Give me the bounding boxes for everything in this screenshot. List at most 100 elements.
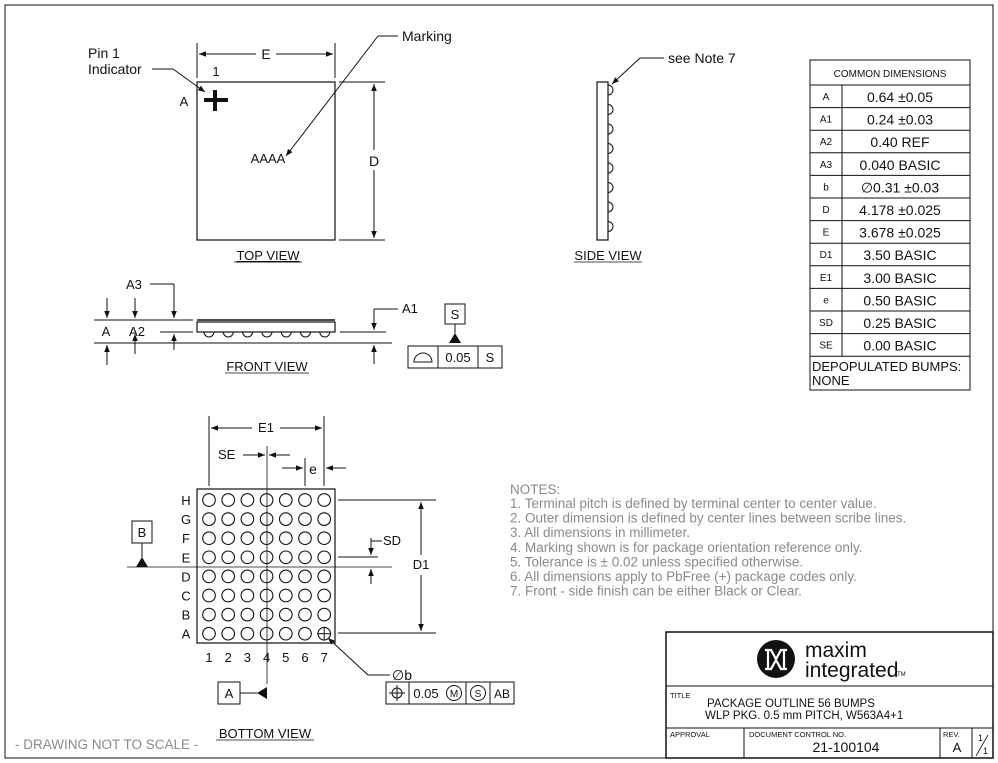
solder-ball <box>202 607 216 622</box>
side-bump <box>607 123 614 135</box>
position-tolerance-frame <box>385 681 515 705</box>
brand-line1: maxim <box>805 639 867 662</box>
solder-ball <box>317 607 332 622</box>
row-label: B <box>182 608 191 623</box>
solder-ball <box>221 550 236 565</box>
table-cell-symbol: A1 <box>820 115 833 126</box>
front-bump <box>261 331 273 338</box>
note-item: 5. Tolerance is ± 0.02 unless specified … <box>510 554 803 569</box>
profile-tol-value: 0.05 <box>445 350 470 365</box>
side-bump <box>607 104 614 115</box>
side-bump <box>607 84 614 96</box>
table-cell-symbol: D <box>822 205 829 216</box>
side-bump <box>607 221 614 232</box>
note-item: 4. Marking shown is for package orientat… <box>510 540 862 555</box>
table-cell-symbol: SD <box>819 318 833 329</box>
solder-ball <box>221 569 236 584</box>
solder-ball <box>221 512 236 526</box>
surface-profile-icon <box>413 352 433 363</box>
solder-ball <box>317 531 332 546</box>
dim-a2-label: A2 <box>129 324 145 339</box>
solder-ball <box>317 493 332 507</box>
solder-ball <box>298 588 312 603</box>
solder-ball <box>221 531 236 546</box>
solder-ball <box>317 512 332 526</box>
row-label: H <box>181 493 190 508</box>
front-bumps <box>203 331 331 338</box>
table-cell-symbol: e <box>823 295 829 306</box>
solder-ball <box>240 569 255 584</box>
bottom-view-caption: BOTTOM VIEW <box>219 726 312 741</box>
bottom-view-package <box>196 488 336 644</box>
marking-label: Marking <box>402 28 452 44</box>
note-item: 2. Outer dimension is defined by center … <box>510 511 906 526</box>
drawing-border <box>4 4 994 759</box>
solder-ball <box>298 607 312 622</box>
title-label: TITLE <box>670 691 690 700</box>
row-label: F <box>182 531 190 546</box>
solder-ball <box>202 531 216 546</box>
fcf-ab: AB <box>494 687 510 701</box>
solder-ball <box>202 569 216 584</box>
col-label: 3 <box>244 650 251 665</box>
solder-ball <box>221 607 236 622</box>
notes-block: NOTES: 1. Terminal pitch is defined by t… <box>510 482 906 599</box>
table-cell-value: 3.00 BASIC <box>863 270 936 286</box>
dim-a1-label: A1 <box>402 301 418 316</box>
datum-s-label: S <box>451 307 460 322</box>
table-cell-symbol: E1 <box>820 273 833 284</box>
front-bump <box>203 331 215 338</box>
brand-line2: integrated <box>805 659 898 682</box>
top-view-caption: TOP VIEW <box>236 248 300 263</box>
table-cell-value: 0.50 BASIC <box>863 292 936 308</box>
front-bump <box>319 331 331 338</box>
pin1-cross-icon <box>204 90 228 111</box>
title-block-border <box>665 631 994 759</box>
note-item: 3. All dimensions in millimeter. <box>510 525 690 540</box>
dim-e1-label: E1 <box>258 420 274 435</box>
pin-number-label: 1 <box>212 64 219 79</box>
side-bumps <box>607 84 614 232</box>
side-bump <box>607 182 614 193</box>
title-line2: WLP PKG. 0.5 mm PITCH, W563A4+1 <box>705 710 903 722</box>
pin1-label-line1: Pin 1 <box>88 45 120 61</box>
top-view-package <box>196 81 336 241</box>
front-view: A A2 A3 A1 S 0.05 S FRONT VIEW <box>94 277 503 374</box>
dim-d-label: D <box>369 153 379 169</box>
maxim-logo-icon <box>757 640 795 678</box>
depop-label: DEPOPULATED BUMPS: <box>812 359 961 374</box>
col-label: 7 <box>321 650 328 665</box>
solder-ball <box>240 607 255 622</box>
datum-a-label: A <box>225 686 234 701</box>
ball-grid <box>202 493 332 641</box>
table-cell-symbol: b <box>823 182 829 193</box>
profile-tol-datum: S <box>486 350 495 365</box>
row-label: A <box>182 627 191 642</box>
solder-ball <box>278 550 293 565</box>
fcf-mmc: M <box>450 689 458 700</box>
solder-ball <box>240 493 255 507</box>
top-view: E D 1 A Pin 1 Indicator Marking AAAA TOP… <box>88 28 452 263</box>
notes-title: NOTES: <box>510 482 560 497</box>
row-label: C <box>181 589 190 604</box>
front-bump <box>222 331 234 338</box>
solder-ball <box>221 588 236 603</box>
profile-tolerance-frame <box>407 345 503 369</box>
table-cell-symbol: A <box>823 92 830 103</box>
col-label: 5 <box>282 650 289 665</box>
fcf-s: S <box>475 689 482 700</box>
col-label: 2 <box>225 650 232 665</box>
table-cell-value: 3.50 BASIC <box>863 247 936 263</box>
row-label: E <box>182 550 191 565</box>
table-border <box>809 59 971 391</box>
front-view-caption: FRONT VIEW <box>226 359 308 374</box>
pin1-label-line2: Indicator <box>88 61 142 77</box>
position-icon <box>389 685 405 701</box>
solder-ball <box>317 550 332 565</box>
table-cell-value: 0.40 REF <box>870 134 929 150</box>
solder-ball <box>278 607 293 622</box>
